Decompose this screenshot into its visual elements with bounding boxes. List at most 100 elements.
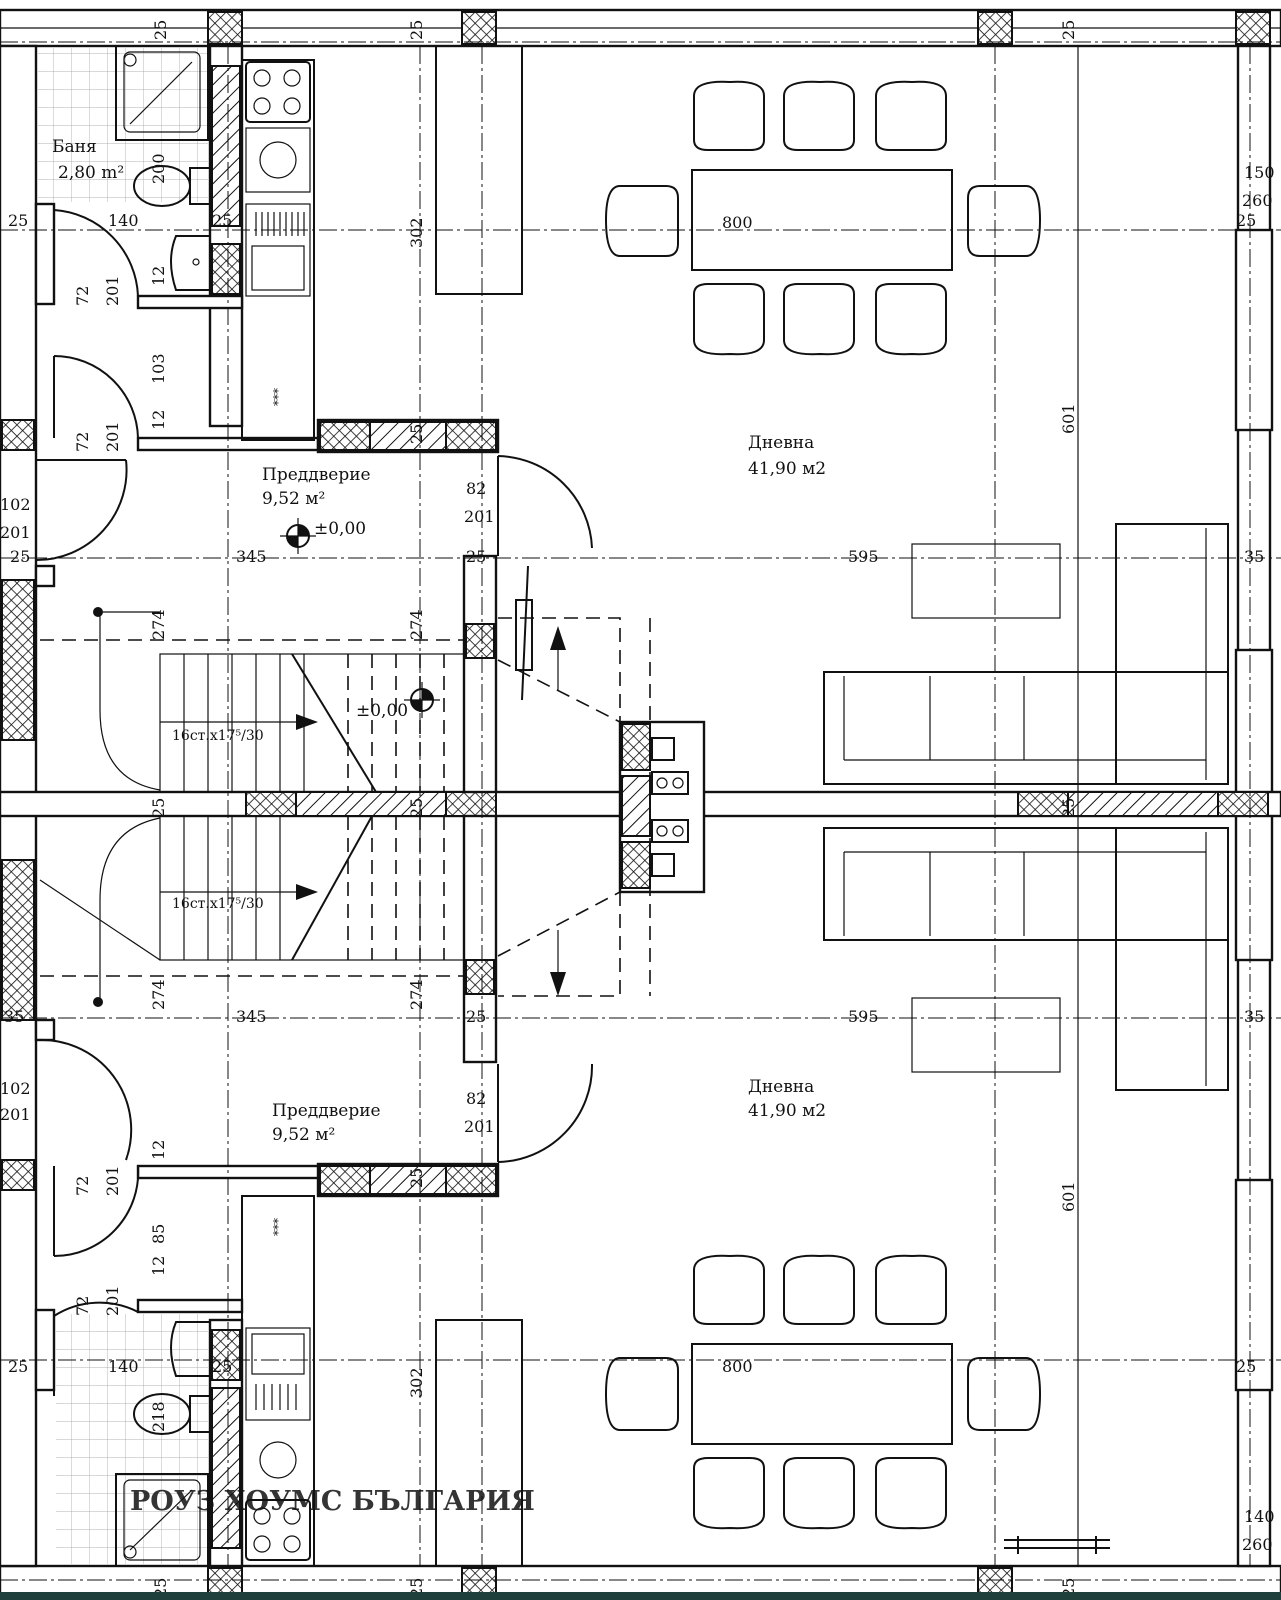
dim-201-c: 201 [103,1165,122,1196]
dim-140-right: 140 [1244,1507,1275,1526]
sink-bottom [170,1321,210,1377]
dim-601-top: 601 [1059,403,1078,434]
dim-25-g: 25 [212,1357,232,1376]
stair-label-bottom: 16ст.х17⁵/30 [172,896,264,912]
room-name-hall-top: Преддверие [262,465,371,485]
dim-35-a: 35 [1244,547,1264,566]
dim-85: 85 [149,1224,168,1244]
dim-102-bottom: 102 [0,1079,31,1098]
stair-upper-flight [497,617,651,997]
toilet-top [133,165,211,207]
dim-25-v4: 25 [407,424,426,444]
watermark: РОУЗ ХОУМС БЪЛГАРИЯ [130,1486,535,1517]
sink-top [170,235,210,291]
level-hall-top: ±0,00 [314,519,366,539]
dim-201-door-top: 201 [464,507,495,526]
dim-82-bottom: 82 [466,1089,486,1108]
dining-table-top [604,80,1042,356]
dim-35-b: 35 [1244,1007,1264,1026]
wardrobe-bottom [435,1319,523,1567]
level-marker-stair [404,682,440,718]
room-area-hall-top: 9,52 м² [262,489,325,509]
dim-260-bottom: 260 [1242,1535,1273,1554]
dim-800-bottom: 800 [722,1357,753,1376]
dim-200: 200 [149,153,168,184]
dim-25-d: 25 [466,547,486,566]
dim-201-left-top: 201 [0,523,31,542]
party-wall [0,720,1281,894]
bathroom-tiles-bottom [56,1314,208,1564]
dim-595-top: 595 [848,547,879,566]
dim-274-b: 274 [407,609,426,640]
dim-72-d: 72 [73,1296,92,1316]
shower-bottom [115,1473,209,1567]
dim-25-v8: 25 [407,1168,426,1188]
interior-walls-top [34,44,500,794]
dim-12-b: 12 [149,410,168,430]
dim-274-d: 274 [407,979,426,1010]
dim-201-door-bottom: 201 [464,1117,495,1136]
level-marker-hall [280,518,316,554]
dim-595-bottom: 595 [848,1007,879,1026]
level-stair-top: ±0,00 [356,701,408,721]
room-name-bath-top: Баня [52,137,97,157]
sofa-bottom [823,827,1229,1091]
dim-274-a: 274 [149,609,168,640]
dim-302-top: 302 [407,217,426,248]
dim-35-c: 35 [4,1007,24,1026]
room-area-hall-bottom: 9,52 м² [272,1125,335,1145]
dim-12-a: 12 [149,266,168,286]
dim-25-a: 25 [8,211,28,230]
dim-274-c: 274 [149,979,168,1010]
stair-label-top: 16ст.х17⁵/30 [172,728,264,744]
dim-140-bottom: 140 [108,1357,139,1376]
kitchen-bottom [241,1195,315,1567]
dim-25-b: 25 [212,211,232,230]
dim-72-c: 72 [73,1176,92,1196]
dim-201-b: 201 [103,421,122,452]
dim-12-d: 12 [149,1256,168,1276]
wardrobe-top [435,45,523,295]
dim-218: 218 [149,1401,168,1432]
dim-345-top: 345 [236,547,267,566]
shower-top [115,45,209,141]
room-name-living-top: Дневна [748,433,814,453]
dim-150: 150 [1244,163,1275,182]
dim-25-h: 25 [1236,211,1256,230]
dim-102-top: 102 [0,495,31,514]
dim-82-top: 82 [466,479,486,498]
grid-axes [0,41,1281,1581]
bottom-bar [0,1592,1281,1600]
kitchen-note-top: *** [271,388,285,406]
dim-25-e: 25 [466,1007,486,1026]
dim-345-bottom: 345 [236,1007,267,1026]
sofa-top [823,523,1229,785]
dim-25-v1: 25 [151,20,170,40]
dim-72-a: 72 [73,286,92,306]
dining-table-bottom [604,1254,1042,1530]
room-area-living-top: 41,90 м2 [748,459,826,479]
dim-25-v7: 25 [1059,798,1078,818]
dim-12-c: 12 [149,1140,168,1160]
dim-140-top: 140 [108,211,139,230]
kitchen-top [241,59,315,441]
dim-201-d: 201 [103,1285,122,1316]
dim-72-b: 72 [73,432,92,452]
doors [35,209,1110,1554]
room-name-living-bottom: Дневна [748,1077,814,1097]
dim-201-left-bottom: 201 [0,1105,31,1124]
dim-601-bottom: 601 [1059,1181,1078,1212]
dim-25-v5: 25 [149,798,168,818]
dim-800-top: 800 [722,213,753,232]
dim-25-f: 25 [8,1357,28,1376]
dim-103: 103 [149,353,168,384]
dim-25-i: 25 [1236,1357,1256,1376]
room-area-bath-top: 2,80 m² [58,163,124,183]
stair-top [40,607,465,793]
kitchen-note-bottom: *** [271,1218,285,1236]
dim-260-top: 260 [1242,191,1273,210]
dim-201-a: 201 [103,275,122,306]
toilet-bottom [133,1393,211,1435]
dim-25-v3: 25 [1059,20,1078,40]
